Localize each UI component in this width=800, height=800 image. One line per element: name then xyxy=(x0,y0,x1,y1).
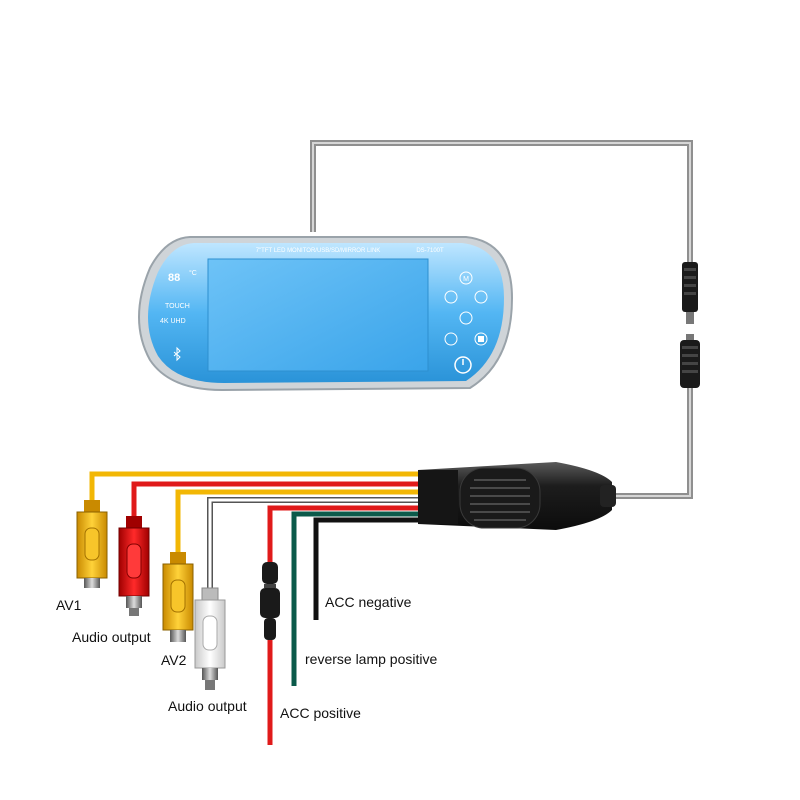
media-icon[interactable] xyxy=(444,332,458,346)
bluetooth-icon xyxy=(173,346,181,362)
power-icon[interactable] xyxy=(454,356,472,374)
monitor-model: DS-7100T xyxy=(416,248,444,254)
cable-inline-connector xyxy=(680,262,700,388)
audio-output-label-1: Audio output xyxy=(72,629,151,645)
monitor-cable xyxy=(310,140,693,499)
audio-output-label-2: Audio output xyxy=(168,698,247,714)
rca-plug-audio1 xyxy=(118,516,150,616)
phone-icon[interactable] xyxy=(474,290,488,304)
acc-positive-label: ACC positive xyxy=(280,705,361,721)
reverse-lamp-positive-label: reverse lamp positive xyxy=(305,651,437,667)
rca-plug-av2 xyxy=(162,552,194,642)
main-connector xyxy=(418,462,616,530)
monitor-top-strip: 7"TFT LED MONITOR/USB/SD/MIRROR LINK xyxy=(256,248,381,254)
red-wire-audio1 xyxy=(131,481,420,516)
red-wire-acc-positive xyxy=(267,505,420,745)
av2-label: AV2 xyxy=(161,652,187,668)
m-icon[interactable]: M xyxy=(459,271,473,285)
green-wire-reverse xyxy=(291,511,420,686)
rca-plug-audio2 xyxy=(194,587,226,690)
yellow-wire-av2 xyxy=(175,489,420,552)
wire-bundle xyxy=(89,471,420,745)
setting-icon[interactable] xyxy=(459,311,473,325)
nav-icon[interactable] xyxy=(444,290,458,304)
acc-negative-label: ACC negative xyxy=(325,594,412,610)
uhd-label: 4K UHD xyxy=(160,318,186,325)
yellow-wire-av1 xyxy=(89,471,420,500)
temperature-unit: °C xyxy=(189,269,197,277)
rca-plug-av1 xyxy=(76,500,108,588)
svg-text:M: M xyxy=(463,276,469,283)
av1-label: AV1 xyxy=(56,597,82,613)
mirror-monitor: 7"TFT LED MONITOR/USB/SD/MIRROR LINK DS-… xyxy=(138,236,514,392)
play-icon[interactable] xyxy=(474,332,488,346)
black-wire-acc-negative xyxy=(313,517,420,620)
touch-label: TOUCH xyxy=(165,303,190,310)
temperature-display: 88 xyxy=(168,272,180,284)
monitor-screen xyxy=(207,258,429,372)
fuse-holder xyxy=(260,562,280,640)
